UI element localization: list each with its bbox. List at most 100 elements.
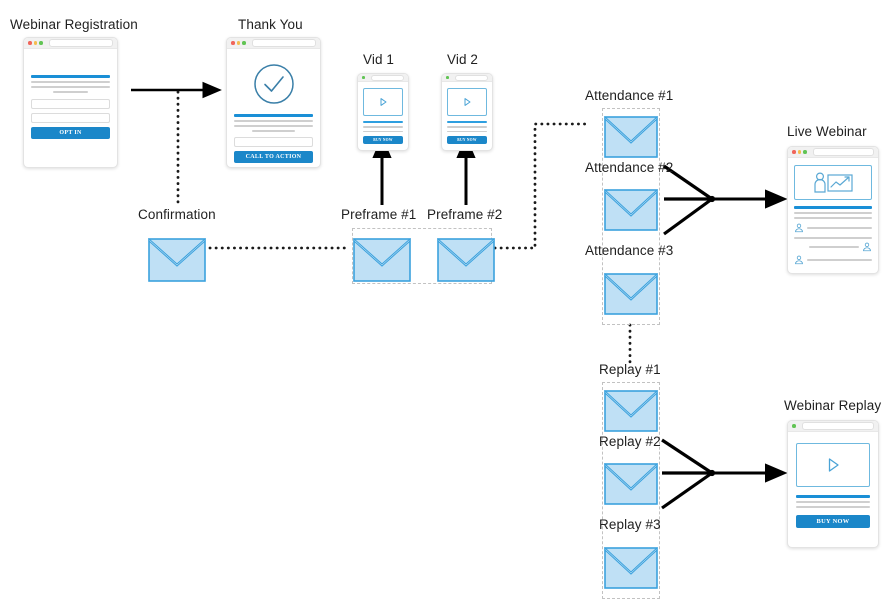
text-bar <box>796 505 870 508</box>
email-envelope-attendance1[interactable] <box>604 115 658 158</box>
video-player[interactable] <box>796 443 870 487</box>
url-bar[interactable] <box>370 74 404 81</box>
window-dot-yellow <box>236 41 240 45</box>
page-mockup-vid1[interactable]: BUY NOW <box>357 73 409 151</box>
window-dot-green <box>39 41 43 45</box>
video-player[interactable] <box>447 88 487 116</box>
page-body: CALL TO ACTION <box>227 49 320 167</box>
url-bar[interactable] <box>251 39 316 47</box>
window-dot-yellow <box>797 150 801 154</box>
email-envelope-replay2[interactable] <box>604 462 658 505</box>
browser-titlebar <box>358 74 408 82</box>
page-mockup-vid2[interactable]: BUY NOW <box>441 73 493 151</box>
text-bar <box>794 211 872 214</box>
buy-now-button[interactable]: BUY NOW <box>363 136 403 144</box>
page-body: OPT IN <box>24 49 117 147</box>
label-preframe1: Preframe #1 <box>341 207 417 222</box>
label-thank-you: Thank You <box>238 17 303 32</box>
chat-text-bar <box>809 245 859 248</box>
text-bar <box>234 124 313 127</box>
text-bar <box>794 236 872 239</box>
form-field-name[interactable] <box>31 98 110 109</box>
label-webinar-replay: Webinar Replay <box>784 398 882 413</box>
webinar-stage[interactable] <box>794 165 872 200</box>
url-bar[interactable] <box>812 148 874 156</box>
text-bar <box>796 500 870 503</box>
window-dot-red <box>792 150 796 154</box>
arrow-attendance-to-livewebinar <box>663 164 788 236</box>
text-bar <box>447 130 487 132</box>
label-vid2: Vid 2 <box>447 52 479 67</box>
window-dot-green <box>446 76 449 79</box>
label-replay2: Replay #2 <box>599 434 661 449</box>
email-envelope-preframe2[interactable] <box>437 237 495 282</box>
text-bar <box>447 126 487 128</box>
window-dot-green <box>803 150 807 154</box>
check-circle-icon <box>253 64 294 104</box>
browser-titlebar <box>442 74 492 82</box>
buy-now-button[interactable]: BUY NOW <box>796 514 870 528</box>
envelope-icon <box>604 462 658 505</box>
label-replay3: Replay #3 <box>599 517 661 532</box>
page-mockup-registration[interactable]: OPT IN <box>23 37 118 168</box>
headline-bar <box>796 495 870 498</box>
envelope-icon <box>604 546 658 589</box>
headline-bar <box>447 121 487 123</box>
page-mockup-thankyou[interactable]: CALL TO ACTION <box>226 37 321 168</box>
email-envelope-attendance2[interactable] <box>604 188 658 231</box>
label-vid1: Vid 1 <box>363 52 395 67</box>
play-icon <box>380 98 387 106</box>
chat-row <box>794 223 872 233</box>
check-circle-wrap <box>234 63 313 105</box>
email-envelope-attendance3[interactable] <box>604 272 658 315</box>
window-dot-yellow <box>33 41 37 45</box>
headline-bar <box>31 75 110 78</box>
form-field[interactable] <box>234 136 313 147</box>
chat-row <box>794 255 872 265</box>
play-icon <box>828 458 839 472</box>
url-bar[interactable] <box>48 39 113 47</box>
replay-group-box <box>602 382 660 599</box>
headline-bar <box>363 121 403 123</box>
email-envelope-preframe1[interactable] <box>353 237 411 282</box>
text-bar <box>31 80 110 83</box>
browser-titlebar <box>788 421 878 432</box>
email-envelope-confirmation[interactable] <box>148 237 206 282</box>
envelope-icon <box>604 389 658 432</box>
page-body: BUY NOW <box>788 432 878 539</box>
attendance-group-box <box>602 108 660 325</box>
window-dot-green <box>792 424 796 428</box>
video-player[interactable] <box>363 88 403 116</box>
email-envelope-replay3[interactable] <box>604 546 658 589</box>
page-mockup-webinar-replay[interactable]: BUY NOW <box>787 420 879 548</box>
url-bar[interactable] <box>801 422 874 430</box>
label-replay1: Replay #1 <box>599 362 661 377</box>
page-mockup-live-webinar[interactable] <box>787 146 879 274</box>
chat-text-bar <box>807 258 872 261</box>
url-bar[interactable] <box>454 74 488 81</box>
call-to-action-button[interactable]: CALL TO ACTION <box>234 150 313 163</box>
envelope-icon <box>353 237 411 282</box>
label-attendance2: Attendance #2 <box>585 160 674 175</box>
window-dot-green <box>242 41 246 45</box>
browser-titlebar <box>24 38 117 49</box>
page-body <box>788 158 878 272</box>
chat-row-right <box>794 242 872 252</box>
email-envelope-replay1[interactable] <box>604 389 658 432</box>
buy-now-button[interactable]: BUY NOW <box>447 136 487 144</box>
label-webinar-registration: Webinar Registration <box>10 17 138 32</box>
envelope-icon <box>604 272 658 315</box>
headline-bar <box>794 206 872 209</box>
page-body: BUY NOW <box>442 82 492 150</box>
form-field-email[interactable] <box>31 112 110 123</box>
page-body: BUY NOW <box>358 82 408 150</box>
optin-button[interactable]: OPT IN <box>31 126 110 139</box>
label-attendance3: Attendance #3 <box>585 243 674 258</box>
chat-text-bar <box>807 226 872 229</box>
text-bar <box>363 130 403 132</box>
browser-titlebar <box>788 147 878 158</box>
text-bar <box>234 119 313 122</box>
envelope-icon <box>437 237 495 282</box>
envelope-icon <box>604 188 658 231</box>
